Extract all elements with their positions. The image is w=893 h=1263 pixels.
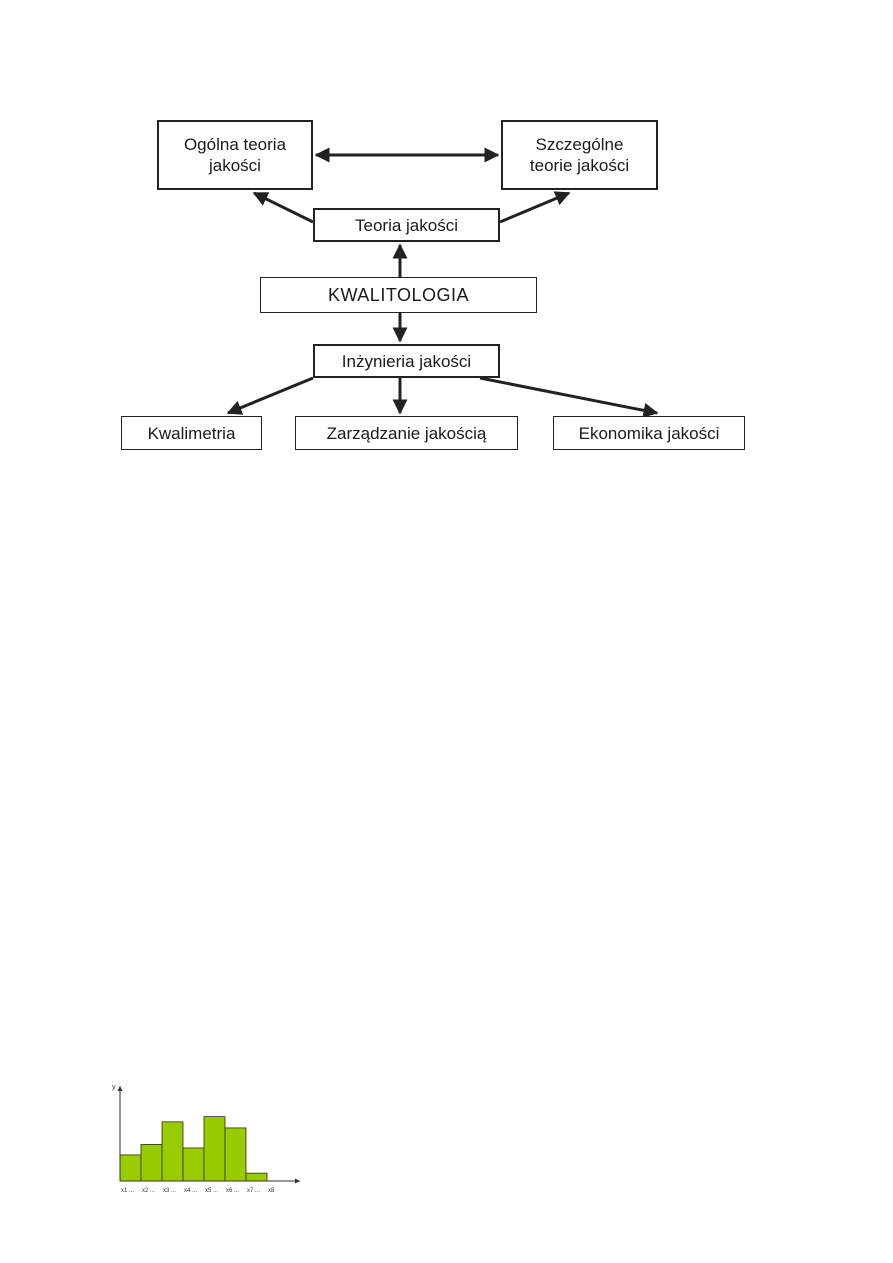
x-tick-label: x6 ...: [226, 1188, 239, 1194]
node-kwalitologia: KWALITOLOGIA: [260, 277, 537, 313]
histogram-bar: [119, 1154, 142, 1182]
histogram-bar: [182, 1147, 205, 1182]
histogram-bar: [224, 1127, 247, 1182]
node-kwalimetria: Kwalimetria: [121, 416, 262, 450]
arrow-inzynieria-to-ekonomika: [479, 376, 659, 418]
arrow-inzynieria-to-kwalimetria: [226, 376, 314, 415]
x-axis-arrowhead: [295, 1178, 300, 1184]
x-tick-label: x4 ...: [184, 1188, 197, 1194]
quality-science-diagram: Ogólna teoria jakości Szczególne teorie …: [0, 0, 893, 470]
histogram-svg: y x1 ... x2 ... x3 ... x4 ... x5 ... x6 ... x7 …: [112, 1084, 300, 1194]
diagram-connectors: [226, 147, 659, 418]
y-axis-arrowhead: [117, 1086, 123, 1091]
arrow-teoria-to-ogolna: [252, 191, 314, 224]
histogram-bar: [140, 1144, 163, 1182]
x-tick-label: x7 ...: [247, 1188, 260, 1194]
x-tick-label: x1 ...: [121, 1188, 134, 1194]
histogram-chart: y x1 ... x2 ... x3 ... x4 ... x5 ... x6 ... x7 …: [100, 1076, 310, 1202]
node-inzynieria-jakosci: Inżynieria jakości: [313, 344, 500, 378]
arrow-teoria-to-szczegolne: [499, 191, 571, 224]
histogram-bar: [245, 1172, 268, 1182]
histogram-bar: [203, 1116, 226, 1182]
node-teoria-jakosci: Teoria jakości: [313, 208, 500, 242]
x-tick-label: x8: [268, 1188, 275, 1194]
x-tick-label: x5 ...: [205, 1188, 218, 1194]
node-zarzadzanie-jakoscia: Zarządzanie jakością: [295, 416, 518, 450]
x-tick-label: x3 ...: [163, 1188, 176, 1194]
y-axis-label: y: [112, 1084, 116, 1091]
x-tick-label: x2 ...: [142, 1188, 155, 1194]
histogram-bar: [161, 1121, 184, 1182]
node-szczegolne-teorie: Szczególne teorie jakości: [501, 120, 658, 190]
node-ogolna-teoria: Ogólna teoria jakości: [157, 120, 313, 190]
node-ekonomika-jakosci: Ekonomika jakości: [553, 416, 745, 450]
